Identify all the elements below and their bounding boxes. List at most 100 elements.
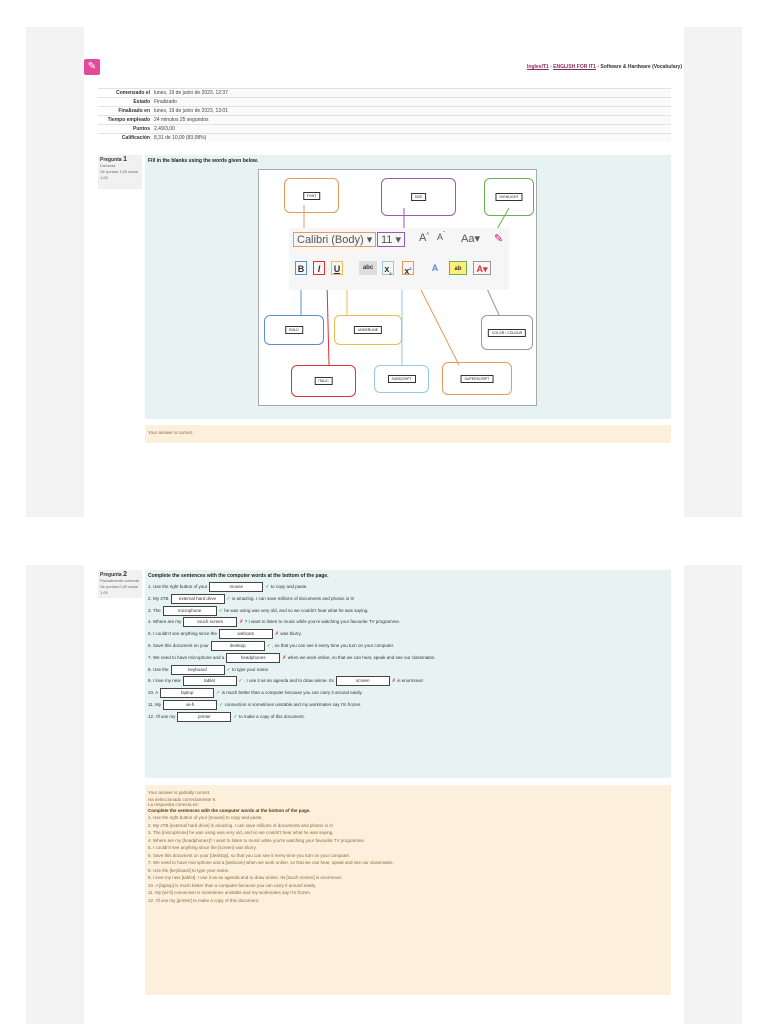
italic-button[interactable]: I — [313, 261, 325, 275]
answer-input[interactable]: keyboard — [170, 664, 225, 675]
sentence-text: 6. Save this document on your — [148, 643, 209, 649]
question-1-info: Pregunta 1 Correcta Se puntúa 1,00 sobre… — [98, 155, 142, 189]
sentence-text: 9. I love my new — [148, 678, 181, 684]
label-italic: ITALIC — [291, 365, 356, 397]
label-color: COLOR / COLOUR — [481, 315, 533, 350]
correct-check-icon: ✓ — [233, 713, 238, 720]
correct-check-icon: ✓ — [265, 584, 270, 591]
answer-input[interactable]: printer — [177, 711, 232, 722]
breadcrumb-home-link[interactable]: InglesIT1 — [527, 64, 549, 70]
sentence-text: 10. A — [148, 690, 159, 696]
sentence-text: . I use it as an agenda and to draw anim… — [243, 678, 334, 684]
question-1-feedback: Your answer is correct. — [145, 425, 671, 443]
correct-answer-line: 5. I couldn't see anything since the [sc… — [148, 845, 257, 850]
answer-input[interactable]: laptop — [160, 688, 215, 699]
correct-answer-line: 4. Where are my [headphones]? I want to … — [148, 837, 366, 843]
question-2-feedback: Your answer is partially correct. Ha sel… — [145, 785, 671, 995]
sentence-text: was blurry. — [280, 631, 302, 637]
answer-input[interactable]: external hard drive — [170, 593, 225, 604]
highlight-button[interactable]: ab — [449, 261, 467, 275]
sentence-text: to copy and paste. — [270, 584, 308, 590]
answer-input[interactable]: desktop — [210, 641, 265, 651]
sentence-text: is much better than a computer because y… — [221, 690, 363, 696]
label-subscript: SUBSCRIPT — [374, 365, 429, 393]
breadcrumb-course-link[interactable]: ENGLISH FOR IT1 — [553, 64, 596, 70]
question-2-info: Pregunta 2 Parcialmente correcta Se punt… — [98, 570, 142, 598]
sentence-text: to type your name. — [231, 666, 270, 672]
grow-font-icon[interactable]: A^ — [419, 232, 430, 244]
text-effects-icon[interactable]: A — [431, 263, 439, 273]
sentence-text: is amazing. I can save millions of docum… — [231, 595, 355, 601]
superscript-button[interactable]: x2 — [402, 261, 414, 276]
incorrect-cross-icon: ✗ — [274, 631, 280, 638]
sentence-text: when we work online, so that we can hear… — [287, 654, 436, 660]
label-underline: UNDERLINE — [334, 315, 402, 345]
sentence-text: 11. My — [148, 702, 162, 708]
correct-answer-line: 11. My [wi-fi] connection is sometimes u… — [148, 890, 312, 895]
correct-answers-list: 1. Use the right button of your [mouse] … — [148, 814, 668, 904]
label-font: FONT — [284, 178, 339, 213]
correct-answer-line: 2. My 4TB [external hard drive] is amazi… — [148, 822, 333, 828]
correct-check-icon: ✓ — [216, 690, 221, 697]
sentence-text: ? I want to listen to music while you're… — [244, 619, 401, 625]
answer-input[interactable]: microphone — [162, 605, 217, 616]
breadcrumb: InglesIT1 › ENGLISH FOR IT1 › Software &… — [527, 64, 682, 70]
font-size-dropdown[interactable]: 11 ▾ — [377, 232, 405, 247]
flag-question-link[interactable] — [100, 181, 140, 187]
strikethrough-button[interactable]: abc — [359, 261, 377, 275]
sentence-text: , so that you can see it every time you … — [272, 643, 395, 649]
sentence-text: 3. The — [148, 607, 161, 613]
sentence-text: 8. Use the — [148, 666, 169, 672]
sentence-text: 4. Where are my — [148, 619, 182, 625]
answer-input[interactable]: screen — [335, 676, 390, 687]
sentence-text: 1. Use the right button of your — [148, 584, 208, 590]
question-2-content: Complete the sentences with the computer… — [145, 570, 671, 778]
answer-input[interactable]: touch screen — [183, 617, 238, 628]
correct-answer-line: 10. A [laptop] is much better than a com… — [148, 882, 317, 888]
clear-format-icon[interactable]: ✎ — [494, 233, 504, 245]
font-color-button[interactable]: A▾ — [473, 261, 491, 275]
answer-input[interactable]: headphones — [226, 652, 281, 663]
answer-input[interactable]: webcam — [218, 629, 273, 640]
answer-input[interactable]: wi-fi — [163, 700, 218, 710]
shrink-font-icon[interactable]: Aˇ — [437, 232, 446, 242]
correct-check-icon: ✓ — [218, 607, 223, 614]
label-superscript: SUPERSCRIPT — [442, 362, 512, 395]
sentence-text: is enormous! — [397, 678, 424, 684]
sentence-text: connection is sometimes unstable and my … — [224, 702, 362, 708]
correct-answer-line: 12. I'll use my [printer] to make a copy… — [148, 897, 260, 903]
sentence-text: to make a copy of this document. — [238, 713, 305, 719]
label-bold: BOLD — [264, 315, 324, 345]
sentence-text: 7. We need to have microphone and a — [148, 654, 225, 660]
correct-answer-line: 7. We need to have microphone and a [web… — [148, 860, 394, 865]
underline-button[interactable]: U — [331, 261, 343, 275]
label-size: SIZE — [381, 178, 456, 216]
incorrect-cross-icon: ✗ — [239, 619, 244, 626]
sentence-text: he was using was very old, and so we cou… — [224, 607, 369, 613]
incorrect-cross-icon: ✗ — [391, 678, 396, 685]
incorrect-cross-icon: ✗ — [282, 654, 287, 661]
answer-input[interactable]: tablet — [182, 676, 237, 687]
question-text: Complete the sentences with the computer… — [148, 573, 329, 579]
font-name-dropdown[interactable]: Calibri (Body) ▾ — [293, 232, 377, 247]
subscript-button[interactable]: x2 — [382, 261, 394, 276]
question-text: Fill in the blanks using the words given… — [148, 158, 259, 164]
change-case-icon[interactable]: Aa▾ — [461, 233, 480, 245]
correct-answer-line: 9. I love my new [tablet]. I use it as a… — [148, 875, 342, 880]
correct-answer-line: 8. Use the [keyboard] to type your name. — [148, 867, 230, 873]
bold-button[interactable]: B — [295, 261, 307, 275]
label-highlight: HIGHLIGHT — [484, 178, 534, 216]
font-toolbar: Calibri (Body) ▾ 11 ▾ A^ Aˇ Aa▾ ✎ B I U … — [289, 228, 509, 290]
edit-icon[interactable]: ✎ — [84, 59, 100, 75]
correct-answer-line: 1. Use the right button of your [mouse] … — [148, 815, 263, 820]
answer-input[interactable]: mouse — [209, 582, 264, 592]
